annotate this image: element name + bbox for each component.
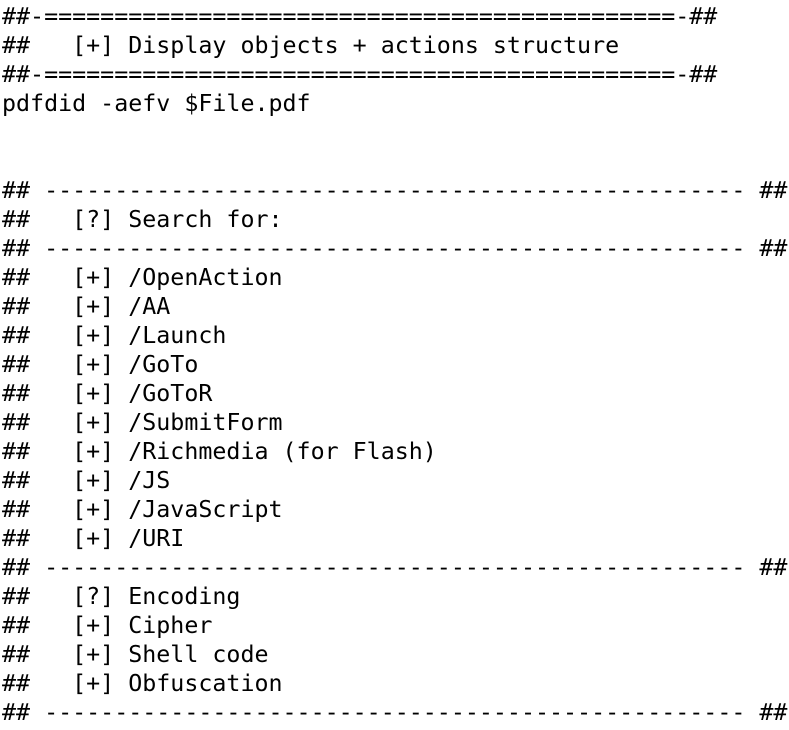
encoding-item-shell-code: ## [+] Shell code [2,641,269,668]
search-item-launch: ## [+] /Launch [2,322,227,349]
search-heading: ## [?] Search for: [2,206,283,233]
section-divider: ## -------------------------------------… [2,554,788,581]
header-divider-bottom: ##-=====================================… [2,61,718,88]
blank-line [2,147,789,176]
encoding-item-cipher: ## [+] Cipher [2,612,213,639]
search-item-gotor: ## [+] /GoToR [2,380,213,407]
header-divider-top: ##-=====================================… [2,3,718,30]
search-item-richmedia: ## [+] /Richmedia (for Flash) [2,438,437,465]
section-divider: ## -------------------------------------… [2,235,788,262]
section-divider: ## -------------------------------------… [2,699,788,726]
search-item-js: ## [+] /JS [2,467,171,494]
encoding-item-obfuscation: ## [+] Obfuscation [2,670,283,697]
search-item-aa: ## [+] /AA [2,293,171,320]
command-line: pdfdid -aefv $File.pdf [2,90,311,117]
encoding-heading: ## [?] Encoding [2,583,241,610]
search-item-submitform: ## [+] /SubmitForm [2,409,283,436]
search-item-openaction: ## [+] /OpenAction [2,264,283,291]
header-title: ## [+] Display objects + actions structu… [2,32,620,59]
section-divider: ## -------------------------------------… [2,177,788,204]
search-item-javascript: ## [+] /JavaScript [2,496,283,523]
search-item-goto: ## [+] /GoTo [2,351,199,378]
blank-line [2,118,789,147]
search-item-uri: ## [+] /URI [2,525,185,552]
